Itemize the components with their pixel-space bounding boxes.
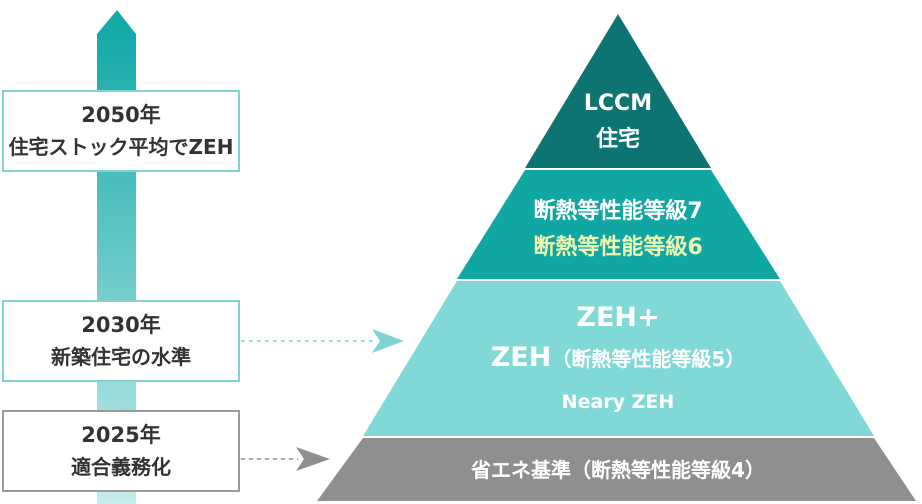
tier-grade6-label: 断熱等性能等級6 — [533, 234, 702, 260]
tier-grade7-label: 断熱等性能等級7 — [533, 198, 702, 224]
connector-2030 — [241, 329, 404, 353]
tier-neary-zeh-label: Neary ZEH — [562, 391, 675, 413]
milestone-text: 住宅ストック平均でZEH — [9, 135, 234, 159]
milestone-text: 適合義務化 — [71, 455, 171, 479]
milestone-year: 2025年 — [81, 423, 160, 447]
tier-energy-standard-label: 省エネ基準（断熱等性能等級4） — [470, 458, 765, 482]
tier-zeh-label: ZEH（断熱等性能等級5） — [491, 342, 746, 373]
pyramid-tier-grade-6-7 — [457, 170, 780, 279]
pyramid-tier-zeh — [363, 281, 874, 436]
tier-lccm-line1: LCCM — [584, 91, 652, 116]
milestone-2025: 2025年 適合義務化 — [2, 410, 240, 492]
connector-2025 — [241, 447, 330, 471]
tier-lccm-line2: 住宅 — [596, 126, 640, 152]
tier-zeh-main: ZEH — [491, 342, 552, 373]
milestone-2030: 2030年 新築住宅の水準 — [2, 300, 240, 382]
tier-zeh-plus-label: ZEH+ — [576, 302, 659, 333]
pyramid-tier-lccm — [525, 14, 711, 168]
milestone-text: 新築住宅の水準 — [51, 345, 191, 369]
milestone-year: 2050年 — [81, 103, 160, 127]
tier-zeh-grade5: （断熱等性能等級5） — [551, 347, 745, 371]
milestone-year: 2030年 — [81, 313, 160, 337]
pyramid-tier-energy-standard — [317, 438, 916, 501]
milestone-2050: 2050年 住宅ストック平均でZEH — [2, 90, 240, 172]
